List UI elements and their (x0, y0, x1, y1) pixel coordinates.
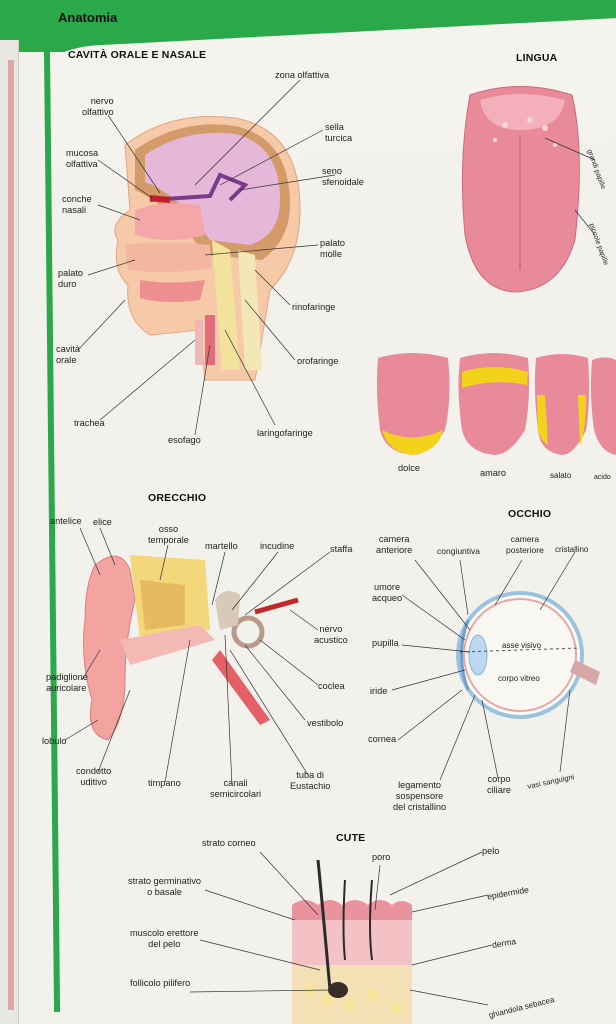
label-cristallino: cristallino (555, 545, 589, 554)
label-martello: martello (205, 541, 238, 551)
label-zona-olfattiva: zona olfattiva (275, 70, 330, 80)
label-corpo-ciliare: corpo ciliare (487, 774, 511, 795)
label-nervo-olfattivo: nervo olfattivo (82, 96, 114, 117)
label-incudine: incudine (260, 541, 295, 551)
label-amaro: amaro (480, 468, 507, 478)
section-title-ear: ORECCHIO (148, 492, 207, 504)
top-green-band (0, 0, 616, 169)
label-nervo-acustico: nervo acustico (314, 624, 348, 645)
label-strato-germinativo: strato germinativo o basale (128, 876, 202, 897)
label-canali-semicircolari: canali semicircolari (210, 778, 262, 799)
ear-illustration (83, 555, 299, 741)
label-camera-anteriore: camera anteriore (376, 534, 413, 555)
skin-illustration (292, 859, 412, 1024)
label-salato: salato (550, 471, 572, 480)
label-esofago: esofago (168, 435, 201, 445)
label-muscolo-erettore: muscolo erettore del pelo (130, 928, 199, 949)
head-cross-section (114, 116, 301, 381)
section-title-tongue: LINGUA (516, 52, 558, 64)
label-laringofaringe: laringofaringe (257, 428, 313, 438)
label-poro: poro (372, 852, 391, 862)
label-palato-duro: palato duro (58, 268, 84, 289)
label-congiuntiva: congiuntiva (437, 546, 481, 556)
label-cavita-orale: cavità orale (56, 344, 81, 365)
label-lobulo: lobulo (42, 736, 67, 746)
label-corpo-vitreo: corpo vitreo (498, 674, 540, 683)
label-coclea: coclea (318, 681, 345, 691)
label-follicolo-pilifero: follicolo pilifero (130, 978, 191, 988)
label-umore-acqueo: umore acqueo (372, 582, 403, 603)
label-cornea: cornea (368, 734, 397, 744)
label-dolce: dolce (398, 463, 420, 473)
label-elice: elice (93, 517, 112, 527)
label-strato-corneo: strato corneo (202, 838, 256, 848)
page-left-edge (0, 40, 19, 1024)
label-timpano: timpano (148, 778, 181, 788)
label-vestibolo: vestibolo (307, 718, 344, 728)
label-staffa: staffa (330, 544, 353, 554)
label-antelice: antelice (50, 516, 82, 526)
label-sella-turcica: sella turcica (325, 122, 353, 143)
label-asse-visivo: asse visivo (502, 641, 542, 650)
label-acido: acido (594, 474, 611, 481)
label-palato-molle: palato molle (320, 238, 346, 259)
tongue-illustration (461, 86, 580, 293)
label-osso-temporale: osso temporale (148, 524, 189, 545)
section-title-skin: CUTE (336, 832, 366, 844)
label-pelo: pelo (482, 846, 500, 856)
label-camera-posteriore: camera posteriore (506, 534, 544, 555)
label-legamento-sospensore: legamento sospensore del cristallino (393, 780, 447, 812)
page-edge-tint (8, 60, 14, 1010)
label-trachea: trachea (74, 418, 105, 428)
label-mucosa-olfattiva: mucosa olfattiva (66, 148, 99, 169)
taste-tongues (376, 353, 616, 455)
label-orofaringe: orofaringe (297, 356, 339, 366)
label-pupilla: pupilla (372, 638, 399, 648)
label-conche-nasali: conche nasali (62, 194, 92, 215)
section-title-eye: OCCHIO (508, 508, 552, 520)
label-rinofaringe: rinofaringe (292, 302, 336, 312)
eye-illustration (456, 591, 600, 719)
section-title-nasal: CAVITÀ ORALE E NASALE (68, 49, 207, 61)
leader-lines (64, 79, 596, 1006)
label-tuba-eustachio: tuba di Eustachio (290, 770, 331, 791)
label-iride: iride (370, 686, 388, 696)
label-condotto-uditivo: condotto uditivo (76, 766, 112, 787)
label-padiglione: padiglione auricolare (46, 672, 88, 693)
header-title: Anatomia (58, 10, 118, 25)
label-seno-sfenoidale: seno sfenoidale (322, 166, 364, 187)
